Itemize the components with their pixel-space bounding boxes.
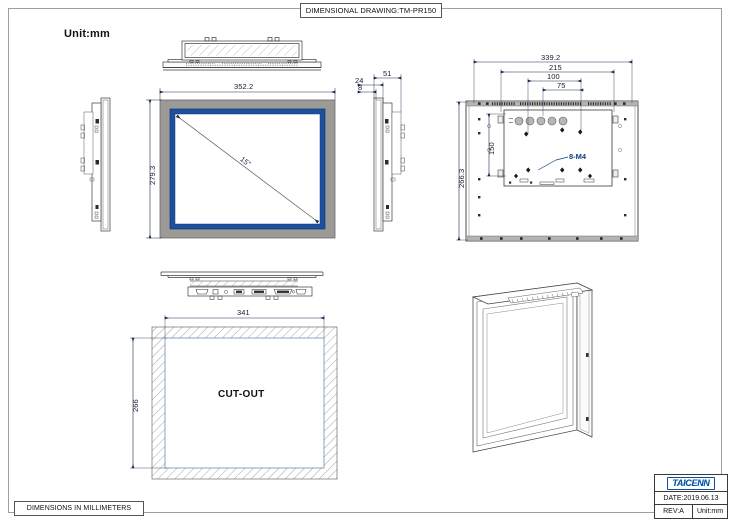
rear-view-m4-callout: 8-M4 xyxy=(569,152,587,161)
cutout-height-dim: 266 xyxy=(131,399,140,412)
drawing-revision: REV:A xyxy=(655,505,693,518)
title-block: TAICENN DATE:2019.06.13 REV:A Unit:mm xyxy=(654,474,728,519)
rear-view-height-outer-dim: 266.3 xyxy=(457,168,466,188)
front-view-width-dim: 352.2 xyxy=(234,82,254,91)
sheet-border xyxy=(8,8,722,513)
rear-view-width-215-dim: 215 xyxy=(549,63,562,72)
side-view-depth-mid-dim: 24 xyxy=(355,76,364,85)
brand-logo: TAICENN xyxy=(655,475,727,492)
drawing-date: DATE:2019.06.13 xyxy=(655,492,727,505)
rear-view-height-inner-dim: 150 xyxy=(487,142,496,155)
side-view-depth-total-dim: 51 xyxy=(383,69,392,78)
rear-view-width-outer-dim: 339.2 xyxy=(541,53,561,62)
side-view-depth-front-dim: 8 xyxy=(358,83,363,92)
cutout-width-dim: 341 xyxy=(237,308,250,317)
front-view-height-dim: 279.3 xyxy=(148,165,157,185)
title-block-row: REV:A Unit:mm xyxy=(655,505,727,518)
brand-logo-text: TAICENN xyxy=(667,476,715,490)
rear-view-width-75-dim: 75 xyxy=(557,81,566,90)
rear-view-width-100-dim: 100 xyxy=(547,72,560,81)
cutout-label: CUT-OUT xyxy=(218,389,265,400)
dimensions-note: DIMENSIONS IN MILLIMETERS xyxy=(14,501,144,516)
drawing-unit: Unit:mm xyxy=(696,508,724,515)
drawing-title-banner: DIMENSIONAL DRAWING:TM-PR150 xyxy=(300,3,442,18)
unit-label: Unit:mm xyxy=(64,28,111,40)
